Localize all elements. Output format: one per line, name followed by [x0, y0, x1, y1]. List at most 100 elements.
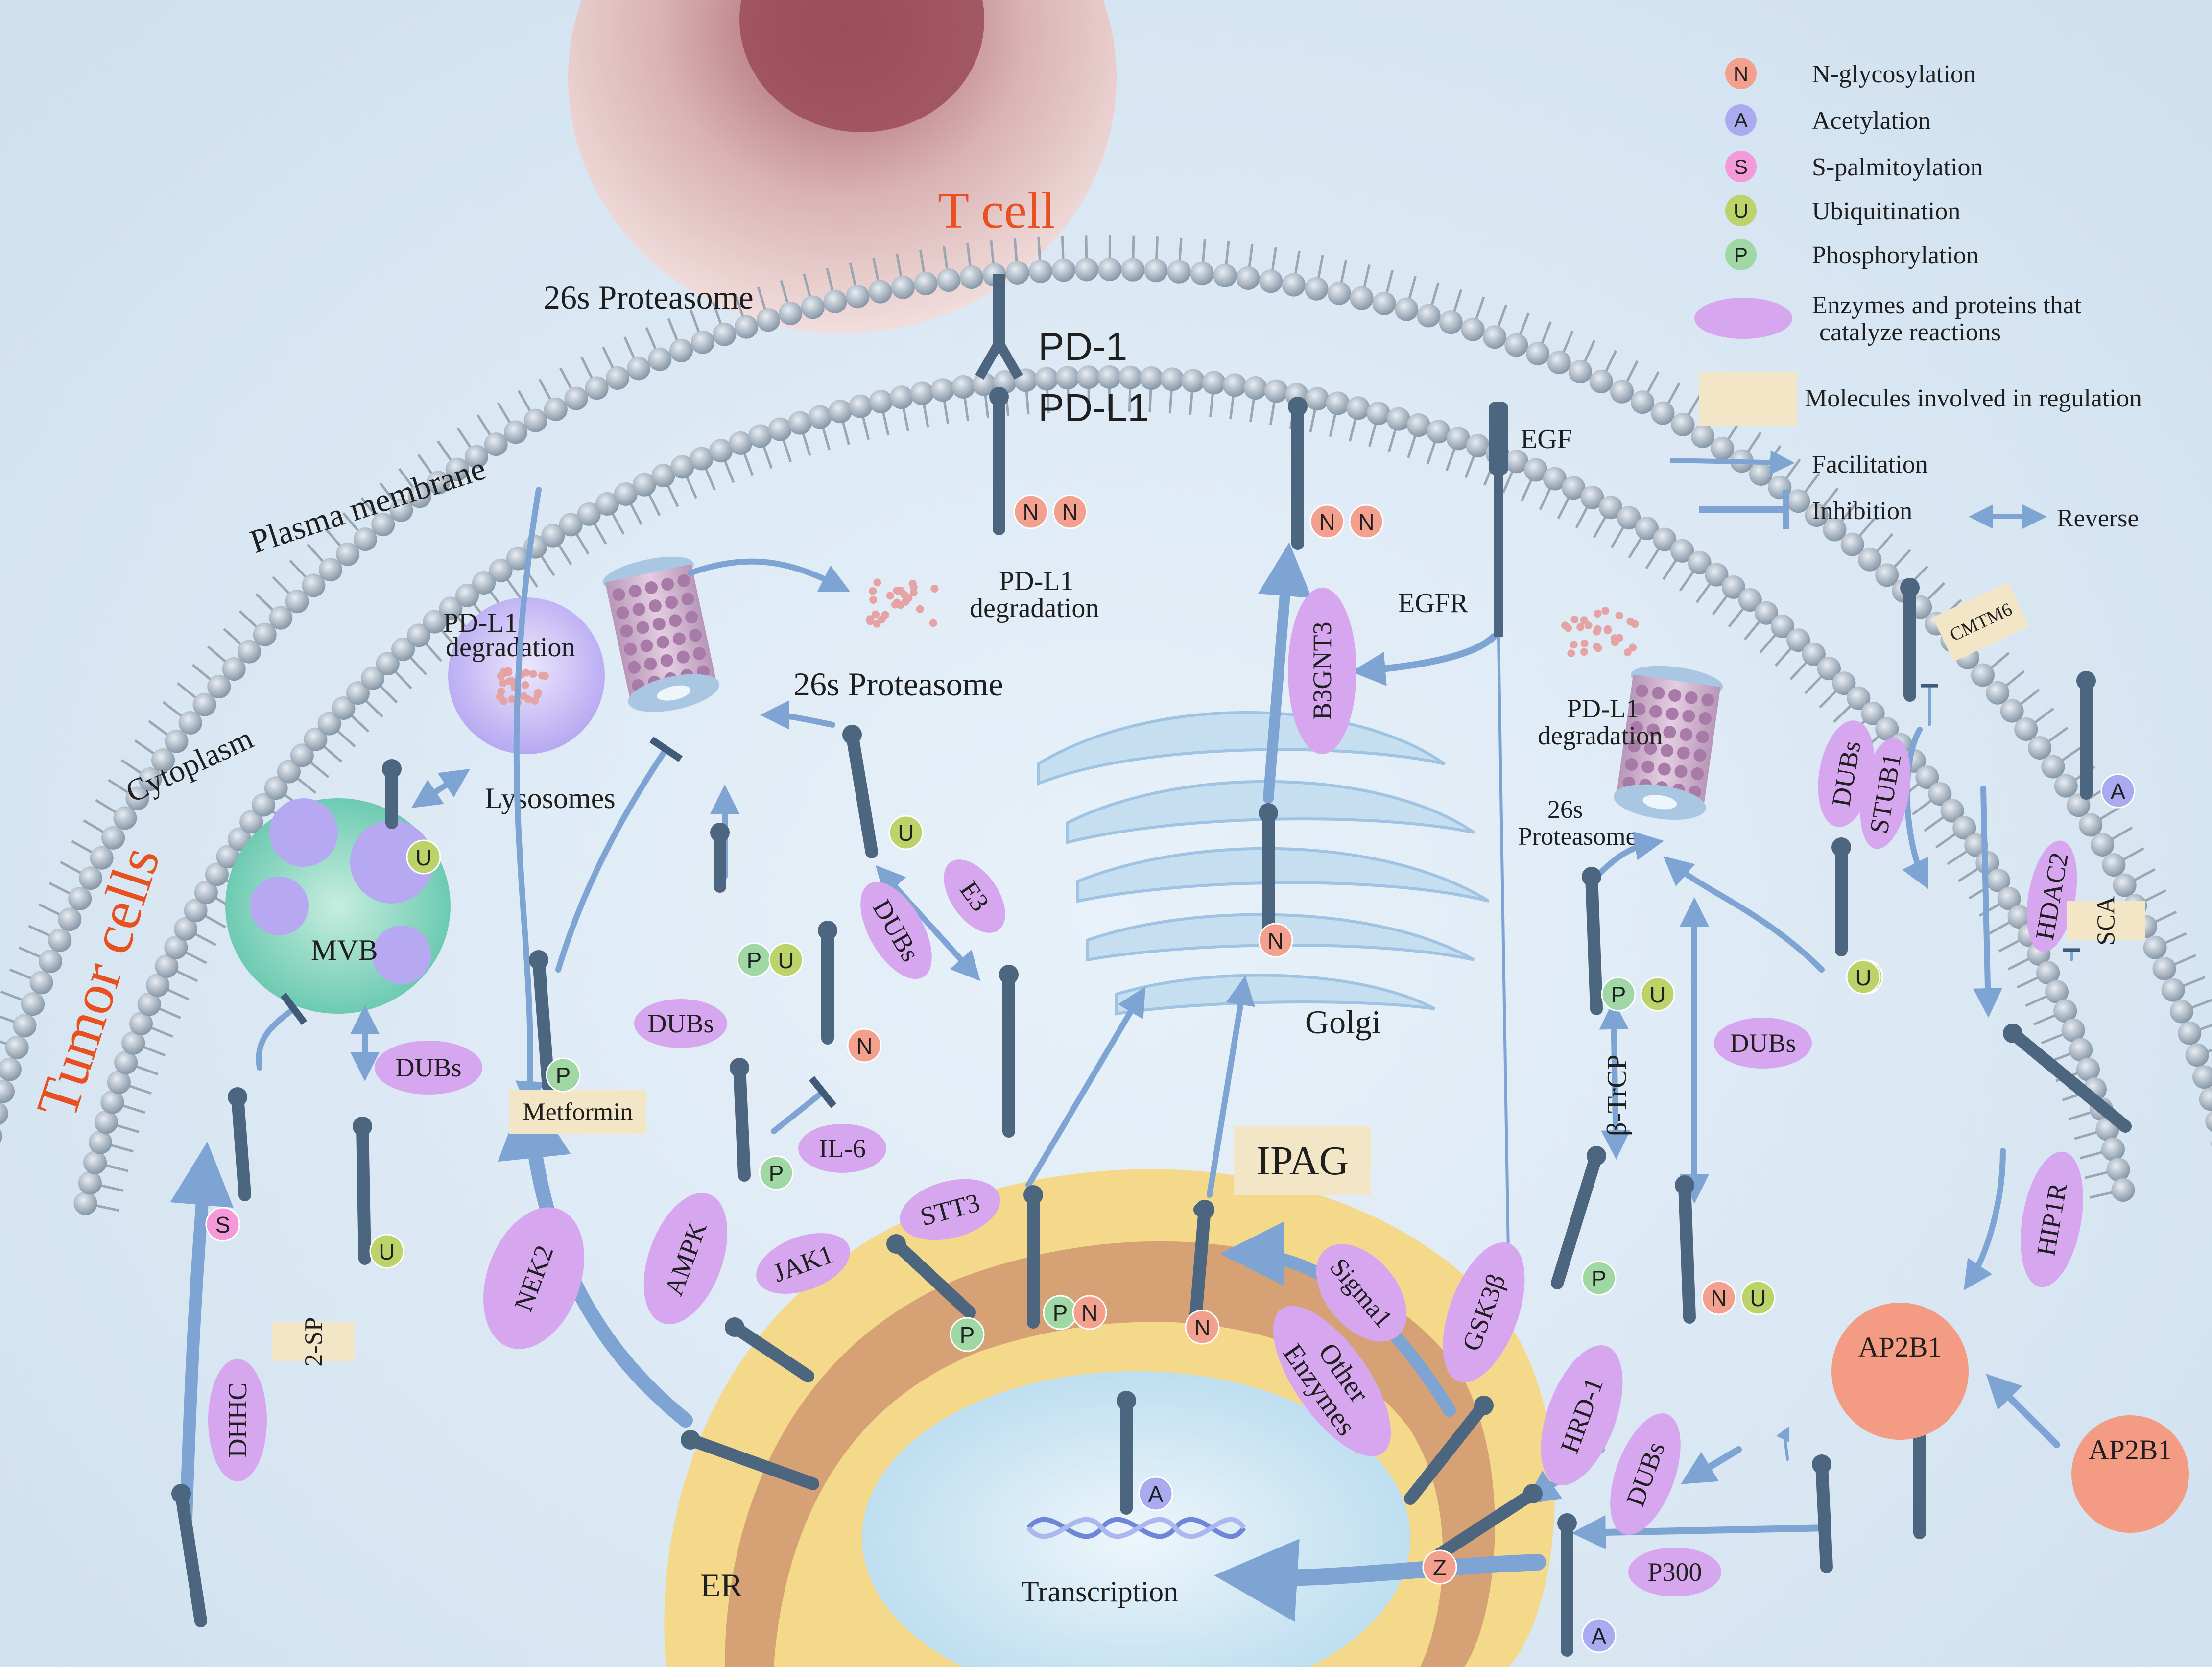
enzyme-dubs: DUBs [1610, 1413, 1681, 1535]
enzyme-shape [1818, 720, 1875, 827]
lipid-head [407, 484, 431, 508]
protein-head [228, 1087, 247, 1107]
lipid-head [1631, 390, 1655, 414]
lipid-head [1653, 527, 1677, 551]
mark-n [1309, 504, 1345, 539]
lipid-head [910, 381, 934, 405]
proteasome-subunit [1663, 726, 1676, 739]
lipid-head [2091, 833, 2115, 857]
enzyme-dubs: DUBs [1818, 720, 1875, 827]
proteasome-subunit [1630, 721, 1643, 734]
enzyme-shape [1443, 1242, 1525, 1382]
lipid-head [2102, 853, 2126, 877]
pd-1-arms [975, 333, 1023, 380]
lipid-head [959, 265, 983, 289]
enzyme-dubs: DUBs [1714, 1018, 1812, 1069]
proteasome-right-l2: Proteasome [1518, 823, 1637, 851]
mark-label: Z [1433, 1555, 1447, 1580]
lipid-head [801, 295, 825, 319]
lipid-head [1243, 376, 1267, 400]
lipid-head [1075, 258, 1099, 282]
protein-head [1523, 1484, 1543, 1503]
lipid-head [194, 881, 218, 905]
proteasome-subunit [672, 632, 686, 645]
pathway-arrow [1902, 727, 1929, 890]
lipid-head [669, 338, 693, 362]
lipid-head [0, 1079, 15, 1103]
lipid-head [113, 806, 137, 830]
lipid-head [779, 301, 803, 325]
mark-label: N [1267, 928, 1284, 953]
lipid-head [1167, 260, 1191, 284]
lipid-head [1466, 434, 1490, 458]
degr-right-1: PD-L1 [1567, 694, 1639, 723]
fragment [497, 688, 505, 696]
molecule-sca: SCA [2067, 896, 2145, 946]
mark-label: P [769, 1161, 784, 1186]
lipid-head [100, 1090, 124, 1114]
mark-n [1258, 923, 1293, 958]
lipid-head [1259, 269, 1283, 293]
lipid-head [79, 866, 103, 890]
lipid-head [1282, 273, 1306, 297]
proteasome-subunit [1661, 744, 1674, 757]
molecule-box [272, 1322, 355, 1361]
lipid-head [304, 727, 328, 751]
fragment [1580, 616, 1588, 624]
pathway-arrow [513, 487, 545, 1111]
mvb-label: MVB [311, 934, 378, 966]
fragment [1561, 621, 1570, 630]
proteasome-subunit [1685, 691, 1698, 704]
proteasome-subunit [612, 588, 625, 601]
proteasome-subunit [660, 654, 673, 667]
lipid-head [1817, 657, 1841, 681]
mark-label: P [1611, 982, 1626, 1007]
fragment [499, 679, 507, 687]
lipid-head [1202, 371, 1226, 395]
lipid-head [73, 1191, 97, 1215]
fragment [1570, 641, 1578, 649]
lipid-head [756, 308, 780, 332]
lipid-head [94, 1110, 118, 1134]
lipid-head [606, 366, 630, 390]
proteasome-left [602, 556, 719, 712]
lipid-head [107, 1071, 131, 1095]
t-cell-nucleus [739, 0, 984, 132]
protein-head [2003, 1024, 2022, 1043]
lipid-head [2041, 755, 2065, 779]
lipid-head [1213, 263, 1237, 287]
proteasome-subunit [648, 599, 662, 613]
lipid-head [1526, 341, 1550, 365]
legend-symbol-s [1725, 151, 1757, 182]
transcription-label: Transcription [1021, 1575, 1178, 1608]
fragment [872, 610, 880, 619]
lipid-head [1350, 286, 1374, 310]
lipid-head [2045, 980, 2069, 1004]
enzyme-shape [2026, 840, 2077, 952]
mark-a [1138, 1476, 1173, 1511]
fragment [1580, 648, 1589, 656]
lipid-head [21, 992, 45, 1016]
lipid-head [1223, 373, 1247, 397]
proteasome-subunit [1699, 712, 1712, 725]
lipid-head [1940, 799, 1964, 823]
proteasome-subunit [677, 574, 690, 587]
fragment [1580, 639, 1589, 647]
fragment [891, 600, 899, 609]
lipid-head [1599, 496, 1623, 520]
enzyme-shape [643, 1192, 728, 1325]
protein-head [1812, 1454, 1831, 1474]
lipid-head [277, 760, 301, 784]
legend-symbol-letter: A [1734, 109, 1748, 132]
lipid-head [1190, 262, 1214, 286]
pathway-arrow [771, 1076, 837, 1134]
lysosome: PD-L1 degradation Lysosomes [443, 597, 616, 814]
lipid-head [951, 375, 975, 399]
legend-label: Inhibition [1812, 497, 1912, 525]
legend-symbol-n [1725, 58, 1757, 89]
lipid-head [2014, 717, 2038, 741]
lysosomes-label: Lysosomes [485, 782, 616, 814]
enzyme-label: B3GNT3 [1308, 622, 1337, 720]
